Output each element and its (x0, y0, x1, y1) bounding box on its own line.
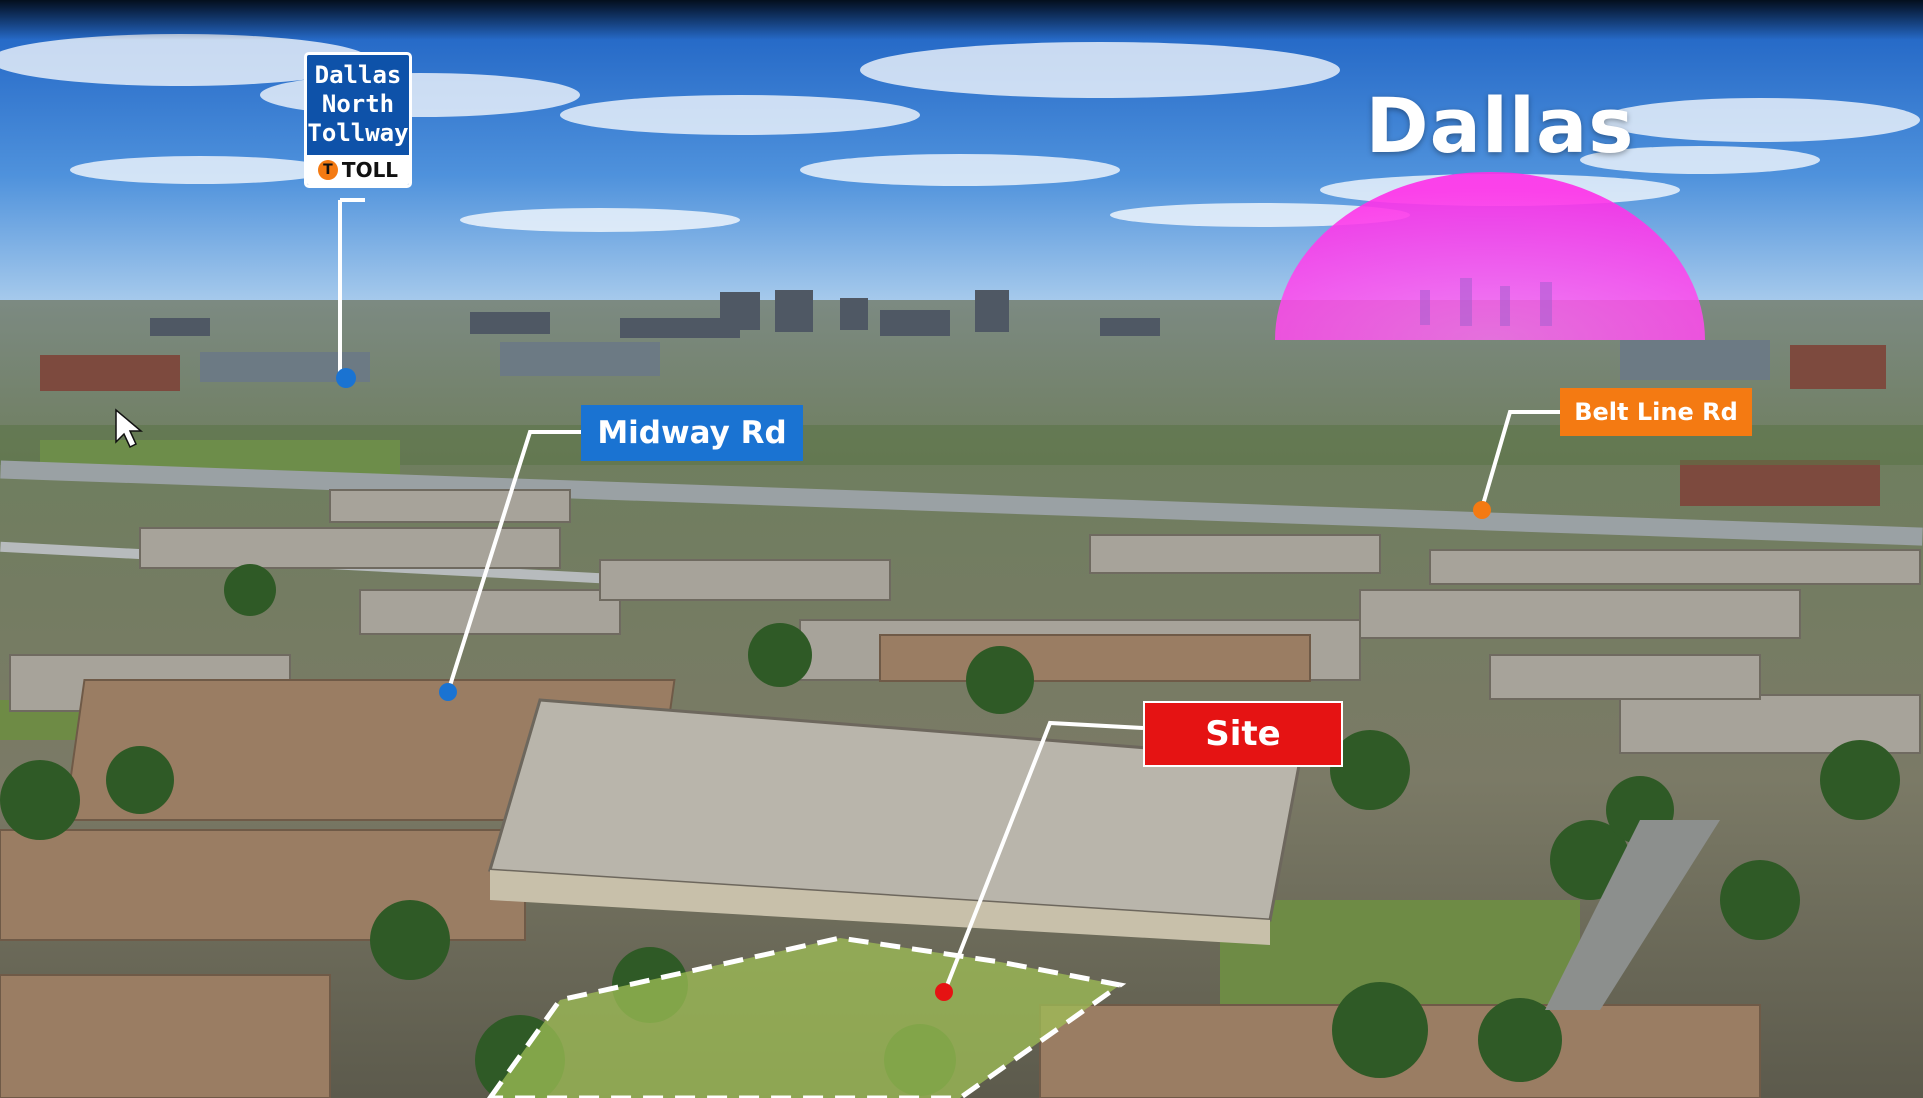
site-label: Site (1143, 701, 1343, 767)
toll-sign-line: Dallas (314, 61, 402, 89)
dallas-title: Dallas (1365, 80, 1635, 170)
toll-sign-line: North (321, 90, 395, 118)
toll-strip: T TOLL (307, 155, 409, 185)
toll-badge-icon: T (317, 160, 338, 180)
toll-sign-line: Tollway (307, 119, 409, 147)
belt-line-rd-label: Belt Line Rd (1560, 388, 1752, 436)
dallas-north-tollway-sign: Dallas North Tollway T TOLL (304, 52, 412, 188)
midway-rd-label: Midway Rd (581, 405, 803, 461)
mouse-cursor-icon (115, 408, 144, 449)
toll-text: TOLL (341, 158, 399, 182)
toll-sign-name: Dallas North Tollway (307, 61, 409, 148)
